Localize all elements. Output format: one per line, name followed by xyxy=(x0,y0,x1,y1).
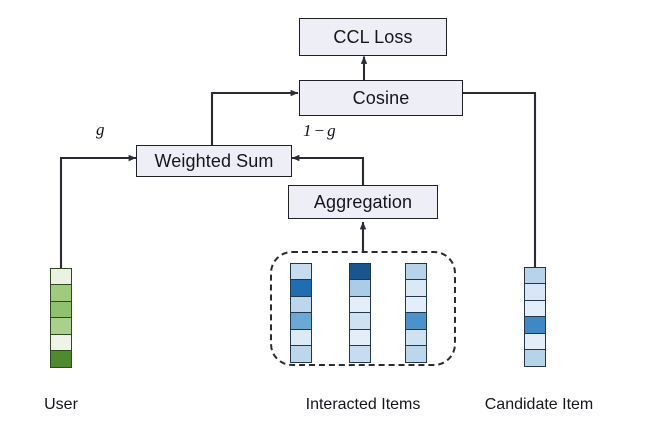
user-cell-1 xyxy=(50,268,72,286)
caption-user-text: User xyxy=(44,396,78,413)
caption-interacted-items: Interacted Items xyxy=(288,396,438,414)
item1-cell-4 xyxy=(290,312,312,331)
candidate-cell-4 xyxy=(524,316,546,335)
candidate-cell-5 xyxy=(524,332,546,351)
weighted-sum-label: Weighted Sum xyxy=(154,150,274,171)
item2-cell-4 xyxy=(349,312,371,331)
wire-candidate-to-cosine xyxy=(431,89,537,267)
gate-items-prefix: 1 xyxy=(303,121,312,140)
cosine-node[interactable]: Cosine xyxy=(299,80,463,116)
user-cell-5 xyxy=(50,333,72,352)
aggregation-node[interactable]: Aggregation xyxy=(288,185,438,219)
candidate-cell-6 xyxy=(524,349,546,368)
item3-cell-6 xyxy=(405,345,427,364)
weighted-sum-node[interactable]: Weighted Sum xyxy=(136,145,292,177)
candidate-cell-2 xyxy=(524,283,546,302)
interacted-items-group xyxy=(270,251,456,366)
candidate-cell-3 xyxy=(524,299,546,318)
item2-cell-2 xyxy=(349,279,371,298)
user-cell-6 xyxy=(50,350,72,369)
user-cell-4 xyxy=(50,317,72,336)
wire-aggregation-to-weighted-sum xyxy=(291,154,365,185)
gate-label-user: g xyxy=(96,120,105,140)
item1-cell-6 xyxy=(290,345,312,364)
user-cell-3 xyxy=(50,300,72,319)
interacted-item-2-vector[interactable] xyxy=(349,263,371,364)
aggregation-label: Aggregation xyxy=(313,191,413,212)
item1-cell-2 xyxy=(290,279,312,298)
user-cell-2 xyxy=(50,284,72,303)
wire-weighted-sum-to-cosine xyxy=(210,89,299,145)
gate-items-suffix: g xyxy=(327,121,336,140)
item3-cell-2 xyxy=(405,279,427,298)
item3-cell-1 xyxy=(405,263,427,281)
item3-cell-5 xyxy=(405,328,427,347)
caption-candidate-item: Candidate Item xyxy=(469,396,609,414)
cosine-label: Cosine xyxy=(352,87,410,108)
item1-cell-1 xyxy=(290,263,312,281)
gate-label-items: 1−g xyxy=(303,121,336,141)
wire-user-to-weighted-sum xyxy=(59,154,137,268)
item3-cell-4 xyxy=(405,312,427,331)
interacted-item-3-vector[interactable] xyxy=(405,263,427,364)
ccl-loss-node[interactable]: CCL Loss xyxy=(299,18,447,56)
ccl-loss-label: CCL Loss xyxy=(333,26,413,47)
item2-cell-3 xyxy=(349,295,371,314)
candidate-item-vector[interactable] xyxy=(524,267,546,368)
item2-cell-1 xyxy=(349,263,371,281)
item3-cell-3 xyxy=(405,295,427,314)
caption-candidate-item-text: Candidate Item xyxy=(484,396,594,413)
gate-label-user-text: g xyxy=(96,120,105,139)
caption-interacted-items-text: Interacted Items xyxy=(305,396,421,413)
item1-cell-5 xyxy=(290,328,312,347)
minus-sign: − xyxy=(314,121,325,140)
interacted-item-1-vector[interactable] xyxy=(290,263,312,364)
item2-cell-5 xyxy=(349,328,371,347)
user-embedding-vector[interactable] xyxy=(50,268,72,369)
caption-user: User xyxy=(21,396,101,414)
item1-cell-3 xyxy=(290,295,312,314)
candidate-cell-1 xyxy=(524,267,546,285)
item2-cell-6 xyxy=(349,345,371,364)
